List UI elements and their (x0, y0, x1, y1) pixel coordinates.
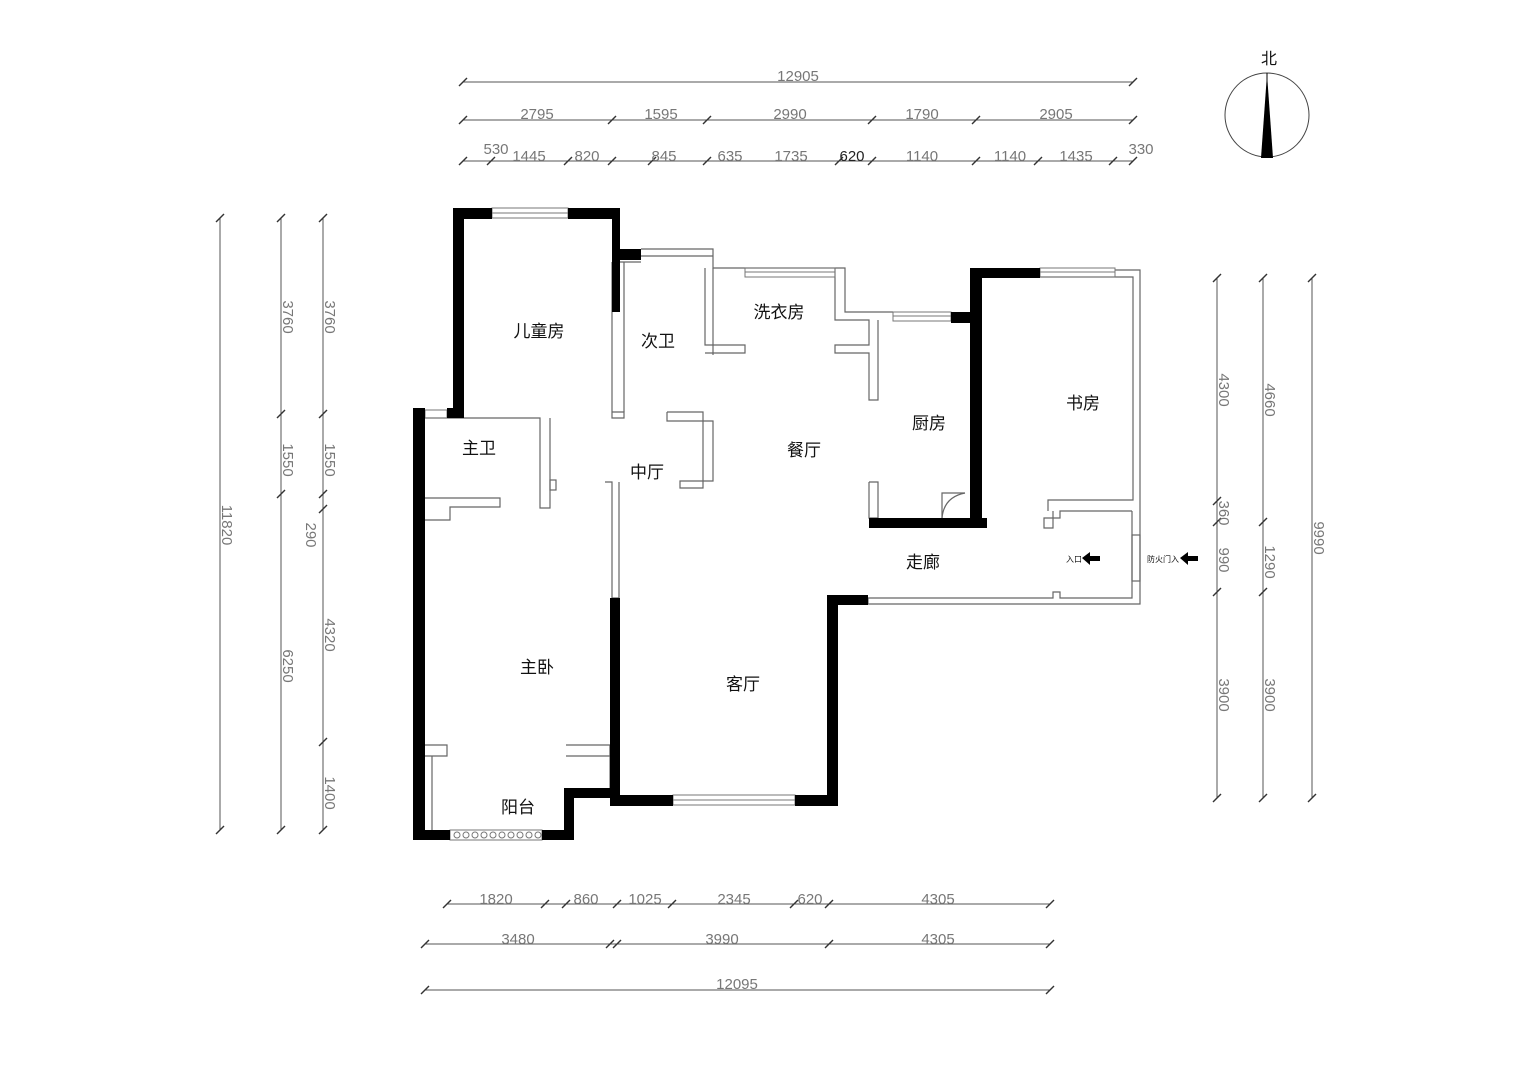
label-balcony: 阳台 (501, 798, 535, 818)
label-master-bedroom: 主卧 (520, 658, 554, 678)
dim-right-c1-4: 3900 (1215, 678, 1232, 711)
label-living-room: 客厅 (726, 675, 760, 695)
dim-left-c2-2: 1550 (279, 443, 296, 476)
dim-bottom-r1-4: 2345 (717, 891, 750, 908)
dim-top-r2-7: 620 (839, 148, 864, 165)
label-second-bath: 次卫 (641, 332, 675, 352)
dim-left-c3-5: 1400 (321, 776, 338, 809)
north-compass-icon: 北 (1224, 49, 1310, 158)
dim-top-r2-8: 1140 (906, 148, 938, 165)
dim-top-r1-3: 2990 (773, 106, 806, 123)
label-study: 书房 (1066, 394, 1100, 414)
dim-bottom-r1-2: 860 (573, 891, 598, 908)
entrance-markers: 入口 防火门入 (1066, 552, 1198, 565)
dim-right-c2-1: 4660 (1261, 383, 1278, 416)
room-labels: 儿童房 次卫 洗衣房 厨房 书房 主卫 中厅 餐厅 走廊 主卧 客厅 阳台 (462, 303, 1100, 818)
bottom-dimension-labels: 1820 860 1025 2345 620 4305 3480 3990 43… (479, 891, 954, 993)
right-dimension-labels: 4300 360 990 3900 4660 1290 3900 9990 (1215, 373, 1327, 711)
dim-top-r2-1: 530 (483, 141, 508, 158)
left-dimension-labels: 11820 3760 1550 6250 3760 1550 290 4320 … (218, 300, 338, 809)
dim-top-r2-3: 820 (574, 148, 599, 165)
dim-bottom-total: 12095 (716, 976, 758, 993)
dim-right-total: 9990 (1310, 521, 1327, 554)
bottom-dimension-lines (420, 899, 1055, 995)
dim-bottom-r2-3: 4305 (921, 931, 954, 948)
dim-left-c3-3: 290 (302, 522, 319, 547)
dim-left-c2-1: 3760 (279, 300, 296, 333)
right-dimension-lines (1212, 273, 1317, 803)
top-dimension-labels: 12905 2795 1595 2990 1790 2905 530 1445 … (483, 68, 1153, 165)
label-kitchen: 厨房 (912, 414, 946, 434)
dim-top-r2-6: 1735 (774, 148, 807, 165)
dim-top-r1-5: 2905 (1039, 106, 1072, 123)
dim-bottom-r1-1: 1820 (479, 891, 512, 908)
dim-bottom-r2-2: 3990 (705, 931, 738, 948)
label-middle-hall: 中厅 (630, 463, 664, 483)
label-laundry: 洗衣房 (754, 303, 805, 323)
dim-top-r1-4: 1790 (905, 106, 938, 123)
dim-right-c1-1: 4300 (1215, 373, 1232, 406)
label-entrance: 入口 (1066, 555, 1082, 564)
dim-right-c1-2: 360 (1215, 500, 1232, 525)
label-master-bath: 主卫 (462, 439, 496, 459)
dim-top-r1-2: 1595 (644, 106, 677, 123)
dim-top-r2-5: 635 (717, 148, 742, 165)
dim-top-total: 12905 (777, 68, 819, 85)
dim-bottom-r1-6: 4305 (921, 891, 954, 908)
label-corridor: 走廊 (906, 553, 940, 573)
windows (424, 207, 1116, 841)
label-fire-door: 防火门入 (1147, 554, 1179, 564)
dim-top-r2-10: 1435 (1059, 148, 1092, 165)
dim-left-total: 11820 (218, 505, 235, 546)
dim-left-c3-2: 1550 (321, 443, 338, 476)
entrance-arrow-icon (1082, 552, 1100, 565)
label-children-room: 儿童房 (514, 322, 565, 342)
exterior-walls (413, 208, 1040, 840)
dim-bottom-r2-1: 3480 (501, 931, 534, 948)
dim-top-r2-9: 1140 (994, 148, 1026, 165)
dim-bottom-r1-3: 1025 (628, 891, 661, 908)
dim-left-c3-1: 3760 (321, 300, 338, 333)
dim-right-c1-3: 990 (1215, 547, 1232, 572)
compass-label: 北 (1261, 49, 1277, 68)
dim-top-r2-2: 1445 (512, 148, 545, 165)
label-dining: 餐厅 (787, 441, 821, 461)
dim-bottom-r1-5: 620 (797, 891, 822, 908)
dim-left-c2-3: 6250 (279, 649, 296, 682)
dim-top-r1-1: 2795 (520, 106, 553, 123)
top-dimension-lines (458, 77, 1138, 166)
dim-right-c2-3: 3900 (1261, 678, 1278, 711)
fire-door-arrow-icon (1180, 552, 1198, 565)
dim-top-r2-4: 845 (651, 148, 676, 165)
dim-right-c2-2: 1290 (1261, 545, 1278, 578)
dim-left-c3-4: 4320 (321, 618, 338, 651)
left-dimension-lines (215, 213, 328, 835)
dim-top-r2-11: 330 (1128, 141, 1153, 158)
